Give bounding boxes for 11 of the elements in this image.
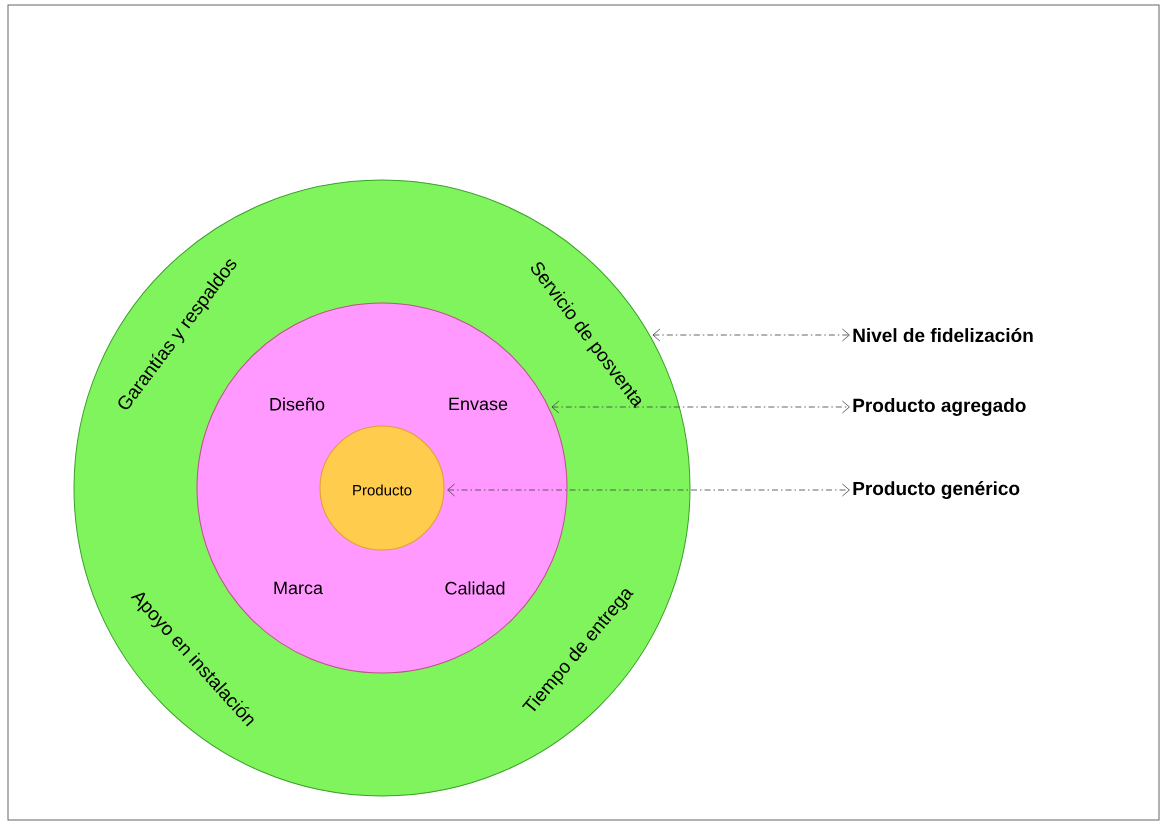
double-arrow [447, 483, 850, 497]
ring-label: Producto [353, 484, 412, 496]
ring-label: Diseño [270, 397, 325, 411]
level-label: Producto genérico [853, 481, 1020, 499]
level-label: Nivel de fidelización [853, 327, 1033, 343]
level-label: Producto agregado [853, 398, 1026, 416]
ring-label: Calidad [445, 581, 505, 595]
double-arrow [652, 328, 850, 342]
ring-label: Envase [449, 397, 508, 411]
double-arrow [551, 400, 850, 414]
ring-label: Marca [274, 581, 323, 595]
